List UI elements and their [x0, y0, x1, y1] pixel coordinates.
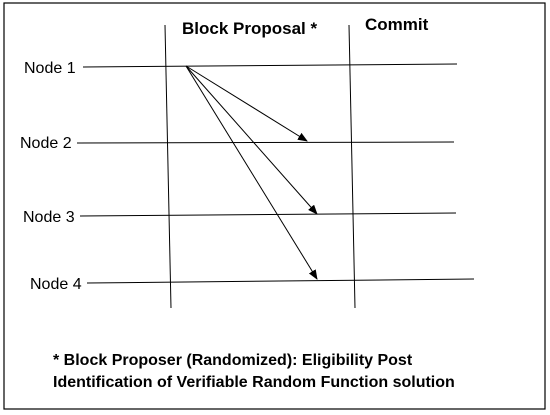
node-label-3: Node 3: [23, 209, 75, 226]
footnote-line-2: Identification of Verifiable Random Func…: [53, 374, 455, 391]
timeline-node-1: [82, 63, 458, 68]
message-arrow-node1-to-node3: [185, 65, 318, 215]
phase-divider-right: [348, 24, 356, 309]
node-label-4: Node 4: [30, 276, 82, 293]
diagram-border: [3, 2, 546, 410]
message-arrow-node1-to-node2: [185, 65, 308, 142]
phase-label-commit: Commit: [365, 15, 429, 34]
phase-label-block-proposal: Block Proposal *: [182, 19, 317, 38]
node-label-2: Node 2: [20, 135, 72, 152]
timeline-node-2: [76, 141, 455, 144]
node-label-1: Node 1: [24, 60, 76, 77]
phase-divider-left: [164, 24, 172, 309]
timeline-node-4: [86, 278, 475, 284]
message-arrow-node1-to-node4: [185, 65, 318, 280]
timeline-node-3: [79, 212, 457, 217]
footnote-line-1: * Block Proposer (Randomized): Eligibili…: [53, 352, 413, 369]
